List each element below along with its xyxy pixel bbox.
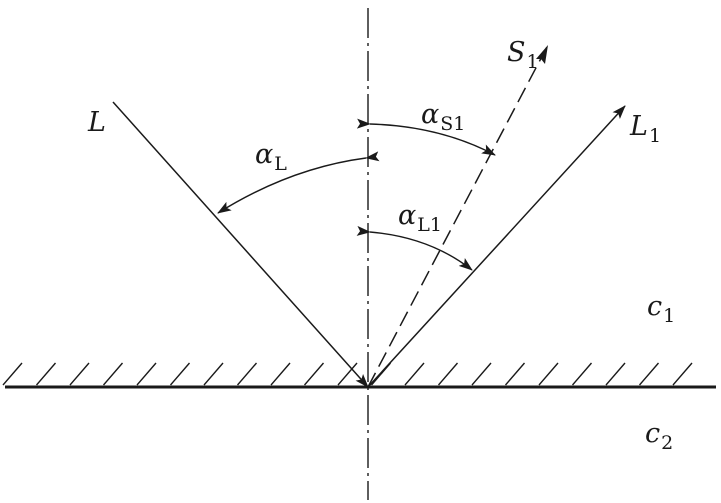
hatch-stroke bbox=[605, 362, 626, 386]
hatch-stroke bbox=[504, 362, 526, 386]
hatch-stroke bbox=[538, 362, 559, 386]
reflected-shear-ray bbox=[367, 44, 549, 388]
hatch-stroke bbox=[2, 362, 23, 386]
reflected-shear-label: S1 bbox=[507, 37, 539, 73]
angle-arc-shear bbox=[356, 118, 496, 156]
surface-hatching bbox=[2, 362, 693, 386]
hatch-stroke bbox=[270, 362, 291, 386]
hatch-stroke bbox=[236, 362, 258, 386]
angle-incident-label: αL bbox=[255, 139, 287, 175]
hatch-stroke bbox=[35, 362, 57, 386]
reflected-longitudinal-label: L1 bbox=[629, 111, 661, 147]
reflected-longitudinal-ray bbox=[367, 105, 626, 388]
hatch-stroke bbox=[136, 362, 157, 386]
hatch-stroke bbox=[404, 362, 425, 386]
hatch-stroke bbox=[437, 362, 459, 386]
hatch-stroke bbox=[337, 362, 358, 386]
hatch-stroke bbox=[102, 362, 124, 386]
incident-ray bbox=[112, 101, 369, 388]
hatch-stroke bbox=[672, 362, 693, 386]
hatch-stroke bbox=[303, 362, 325, 386]
incident-ray-label: L bbox=[87, 107, 106, 138]
hatch-stroke bbox=[571, 362, 593, 386]
hatch-stroke bbox=[203, 362, 224, 386]
upper-medium-label: c1 bbox=[647, 291, 675, 327]
reflected-shear-arrowhead bbox=[536, 45, 548, 64]
lower-medium-label: c2 bbox=[645, 418, 673, 454]
angle-longitudinal-label: αL1 bbox=[398, 200, 442, 236]
angle-arc-longitudinal bbox=[356, 225, 473, 271]
hatch-stroke bbox=[638, 362, 660, 386]
hatch-stroke bbox=[471, 362, 492, 386]
hatch-stroke bbox=[69, 362, 90, 386]
angle-shear-label: αS1 bbox=[421, 99, 465, 135]
angle-arc-incident bbox=[217, 151, 380, 214]
hatch-stroke bbox=[169, 362, 191, 386]
